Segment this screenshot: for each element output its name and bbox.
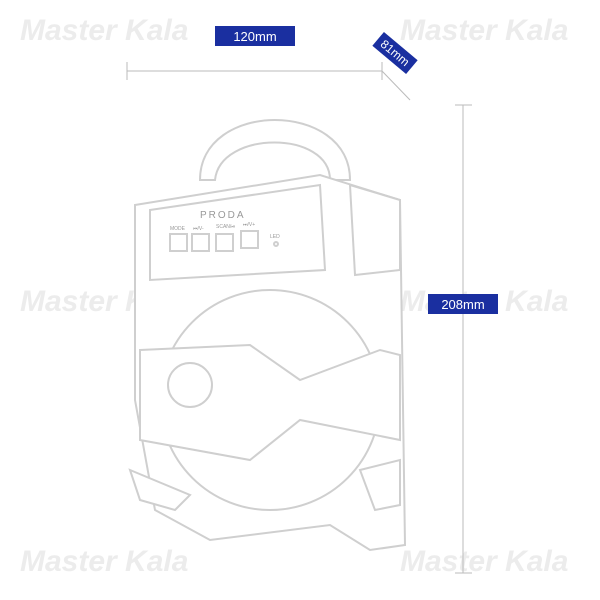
button-label: SCAN/⏯	[216, 224, 235, 230]
width-dimension-badge: 120mm	[215, 26, 295, 46]
brand-logo: PRODA	[200, 210, 246, 221]
led-label: LED	[270, 234, 280, 240]
watermark: Master Kala	[400, 14, 569, 47]
watermark: Master Kala	[20, 545, 189, 578]
watermark: Master Kala	[20, 14, 189, 47]
watermark: Master Kala	[400, 545, 569, 578]
button-label: ⏭/V+	[243, 222, 255, 228]
button-label: MODE	[170, 226, 186, 232]
button-label: ⏮/V-	[193, 226, 204, 232]
height-dimension-badge: 208mm	[428, 294, 498, 314]
